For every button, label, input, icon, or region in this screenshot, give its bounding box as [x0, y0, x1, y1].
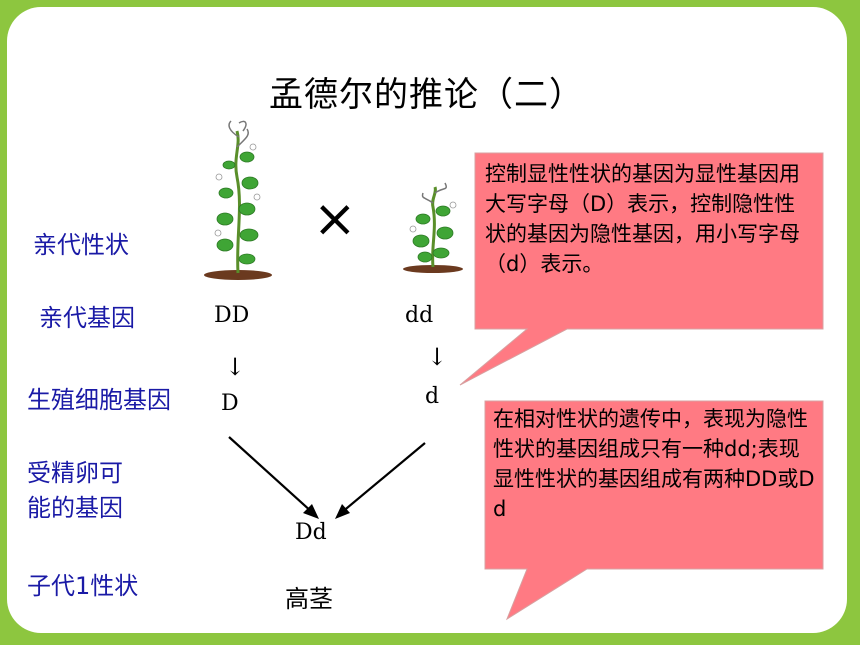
genotype-offspring: Dd	[295, 520, 327, 545]
row-label-offspring-trait: 子代1性状	[27, 572, 139, 600]
arrow-right-to-offspring	[335, 442, 426, 519]
tall-pea-plant-icon	[204, 120, 272, 280]
genotype-parent-right: dd	[405, 303, 434, 328]
top-callout-text: 控制显性性状的基因为显性基因用大写字母（D）表示，控制隐性性状的基因为隐性基因，…	[485, 162, 800, 276]
top-callout-bubble	[459, 152, 824, 386]
genotype-gamete-left: D	[221, 391, 239, 416]
bottom-callout: 在相对性状的遗传中，表现为隐性性状的基因组成只有一种dd;表现显性性状的基因组成…	[493, 404, 817, 524]
down-arrow-left: ↓	[225, 353, 246, 381]
row-label-fertilized-egg-line1: 受精卵可	[27, 459, 123, 487]
row-label-parent-gene: 亲代基因	[39, 304, 135, 332]
down-arrow-right: ↓	[427, 343, 448, 371]
slide: 孟德尔的推论（二） 亲代性状 亲代基因 生殖细胞基因 受精卵可 能的基因 子代1…	[7, 7, 847, 633]
bottom-callout-bubble	[484, 400, 824, 621]
cross-symbol: ×	[313, 189, 357, 249]
genotype-parent-left: DD	[214, 303, 250, 328]
row-label-gamete-gene: 生殖细胞基因	[27, 386, 171, 414]
row-label-fertilized-egg-line2: 能的基因	[27, 494, 123, 522]
offspring-trait-value: 高茎	[285, 585, 333, 613]
bottom-callout-text: 在相对性状的遗传中，表现为隐性性状的基因组成只有一种dd;表现显性性状的基因组成…	[493, 407, 815, 521]
arrow-left-to-offspring	[228, 436, 319, 519]
diagram-graphics	[204, 120, 824, 621]
genotype-gamete-right: d	[425, 384, 440, 409]
page-title: 孟德尔的推论（二）	[269, 75, 584, 115]
short-pea-plant-icon	[403, 182, 463, 273]
top-callout: 控制显性性状的基因为显性基因用大写字母（D）表示，控制隐性性状的基因为隐性基因，…	[485, 159, 815, 279]
row-label-parent-trait: 亲代性状	[33, 231, 129, 259]
